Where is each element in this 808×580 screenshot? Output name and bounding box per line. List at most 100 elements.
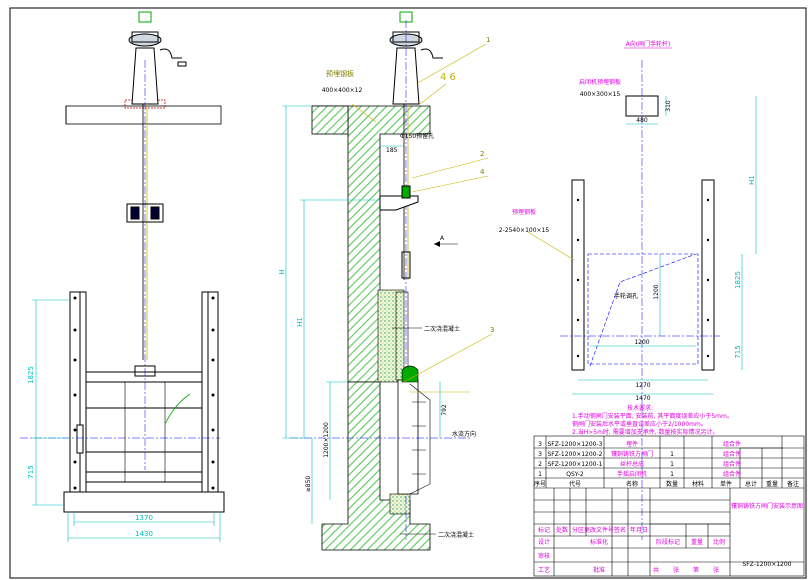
section-dim-792: 792 xyxy=(441,404,448,416)
a-dim-480: 480 xyxy=(636,117,648,124)
parts-row-4-qty: 1 xyxy=(670,471,674,478)
a-dim-1825: 1825 xyxy=(734,271,742,289)
plate-size-400: 400×400×12 xyxy=(322,87,363,94)
side-plate-size: 2-2540×100×15 xyxy=(499,227,550,234)
title-block xyxy=(533,435,805,577)
header-note: 备注 xyxy=(787,480,799,488)
front-dim-1825: 1825 xyxy=(27,366,35,384)
label-secondary-concrete-top: 二次浇混凝土 xyxy=(424,325,460,333)
callout-3: 3 xyxy=(490,326,494,334)
tb-drawing-title: 镶铜铸铁方闸门安装示意图 xyxy=(731,502,803,510)
label-reserved-hole: Φ150预留孔 xyxy=(400,132,434,140)
parts-row-1-name: 埋件 xyxy=(626,440,638,448)
label-embedded-plate: 预埋钢板 xyxy=(326,69,354,78)
tb-stage: 阶段标记 xyxy=(656,538,680,546)
parts-row-2-note: 组合件 xyxy=(723,450,741,458)
header-weight: 重量 xyxy=(766,480,778,488)
parts-row-3-name: 丝杆总成 xyxy=(620,460,644,468)
label-water-flow: 水流方向 xyxy=(452,430,476,438)
front-dim-1370: 1370 xyxy=(135,514,153,522)
tb-mark: 标记 xyxy=(538,526,550,534)
tb-count: 处数 xyxy=(556,526,568,534)
header-material: 材料 xyxy=(692,480,704,488)
header-weight-total: 总计 xyxy=(745,480,757,488)
label-hoist-bracket-plate: 启闭机预埋钢板 xyxy=(579,78,621,86)
header-code: 代号 xyxy=(569,480,581,488)
label-handwheel: 手轮调孔 xyxy=(614,292,638,300)
section-dim-h1: H1 xyxy=(296,317,304,327)
tb-sheet-no: 第 xyxy=(693,566,699,574)
a-view-title: A向(闸门手轮杆) xyxy=(626,40,671,48)
title-block-labels: 标记 处数 分区 更改文件号 签名 年月日 设计 标准化 阶段标记 重量 比例 … xyxy=(538,502,803,574)
bracket-size: 400×300×15 xyxy=(580,91,621,98)
callout-4-6: 4 6 xyxy=(440,72,456,83)
notes-line-2: 钢闸门安装后水平或垂直误差应小于2/1000mm。 xyxy=(572,420,707,428)
parts-row-2-qty: 1 xyxy=(670,451,674,458)
parts-row-1-no: 3 xyxy=(538,441,542,448)
header-weight-single: 单件 xyxy=(720,480,732,488)
label-secondary-concrete-bottom: 二次浇混凝土 xyxy=(438,531,474,539)
front-view: 1825 715 1370 1430 xyxy=(20,11,225,542)
parts-row-3-code: SFZ-1200×1200-1 xyxy=(548,461,603,468)
tb-doc-no: 更改文件号 xyxy=(584,526,614,534)
tb-sheets-total: 共 xyxy=(653,566,659,574)
tb-zone: 分区 xyxy=(572,526,584,534)
header-name: 名称 xyxy=(626,480,638,488)
parts-row-3-note: 组合件 xyxy=(723,460,741,468)
tb-standard: 标准化 xyxy=(590,538,608,546)
drawing-border xyxy=(9,7,807,579)
tb-date: 年月日 xyxy=(630,526,648,534)
callout-1: 1 xyxy=(486,36,490,44)
tb-process: 工艺 xyxy=(538,566,550,574)
parts-row-4-code: QSY-2 xyxy=(566,471,584,478)
parts-list: 3 SFZ-1200×1200-3 埋件 组合件 3 SFZ-1200×1200… xyxy=(534,440,799,488)
a-dim-1200-horizontal: 1200 xyxy=(634,339,649,346)
parts-row-1-code: SFZ-1200×1200-3 xyxy=(548,441,603,448)
a-dim-1470: 1470 xyxy=(635,395,650,402)
callout-4: 4 xyxy=(480,168,485,176)
header-qty: 数量 xyxy=(666,480,678,488)
tb-sign: 签名 xyxy=(614,526,626,534)
section-dim-185: 185 xyxy=(386,147,398,154)
parts-row-2-code: SFZ-1200×1200-2 xyxy=(548,451,603,458)
a-dim-310: 310 xyxy=(665,100,672,112)
parts-row-3-no: 2 xyxy=(538,461,542,468)
section-dim-h: H xyxy=(278,269,286,274)
a-dim-715: 715 xyxy=(734,345,742,358)
tb-weight: 重量 xyxy=(691,538,703,546)
a-view: A向(闸门手轮杆) 启闭机预埋钢板 400×300×15 预埋钢板 2-2540… xyxy=(499,40,757,540)
parts-row-1-note: 组合件 xyxy=(723,440,741,448)
a-dim-1270: 1270 xyxy=(635,382,650,389)
notes-line-3: 2.当H>5m时, 需要增加支承件, 数量按实际情况另计。 xyxy=(572,428,719,436)
section-dim-1200x1200: 1200×1200 xyxy=(323,422,330,458)
parts-row-3-qty: 1 xyxy=(670,461,674,468)
parts-row-2-name: 镶铜铸铁方闸门 xyxy=(611,450,653,458)
hand-hoist-section xyxy=(389,11,443,105)
tb-sheets: 张 xyxy=(673,566,679,574)
tb-scale: 比例 xyxy=(713,538,725,546)
tb-sheet: 张 xyxy=(713,566,719,574)
hand-hoist-front xyxy=(128,11,187,105)
header-no: 序号 xyxy=(534,480,546,488)
parts-row-2-no: 3 xyxy=(538,451,542,458)
notes-title: 技术要求: xyxy=(627,404,653,412)
tb-drawing-no: SFZ-1200×1200 xyxy=(743,561,792,568)
parts-row-4-note: 组合件 xyxy=(723,470,741,478)
a-dim-h1: H1 xyxy=(748,175,756,185)
front-dim-1430: 1430 xyxy=(135,530,153,538)
section-dim-850: ≥850 xyxy=(305,476,312,493)
tb-design: 设计 xyxy=(538,538,550,546)
parts-row-4-name: 手摇启闭机 xyxy=(617,470,647,478)
tb-review: 审核 xyxy=(538,552,550,560)
label-side-plate: 预埋钢板 xyxy=(512,208,536,216)
callout-2: 2 xyxy=(480,150,484,158)
front-dim-715: 715 xyxy=(27,465,35,478)
tb-approve: 批准 xyxy=(593,566,605,574)
parts-row-4-no: 1 xyxy=(538,471,542,478)
direction-arrow-a: A xyxy=(440,235,445,242)
technical-notes: 技术要求: 1.手动钢闸门安装平面, 安装前, 其平面度误差应小于5mm。 钢闸… xyxy=(572,404,733,436)
a-dim-1200-vertical: 1200 xyxy=(653,284,660,299)
section-view: 预埋钢板 400×400×12 1 4 6 Φ150预留孔 185 2 4 A … xyxy=(278,11,494,551)
notes-line-1: 1.手动钢闸门安装平面, 安装前, 其平面度误差应小于5mm。 xyxy=(572,412,733,420)
